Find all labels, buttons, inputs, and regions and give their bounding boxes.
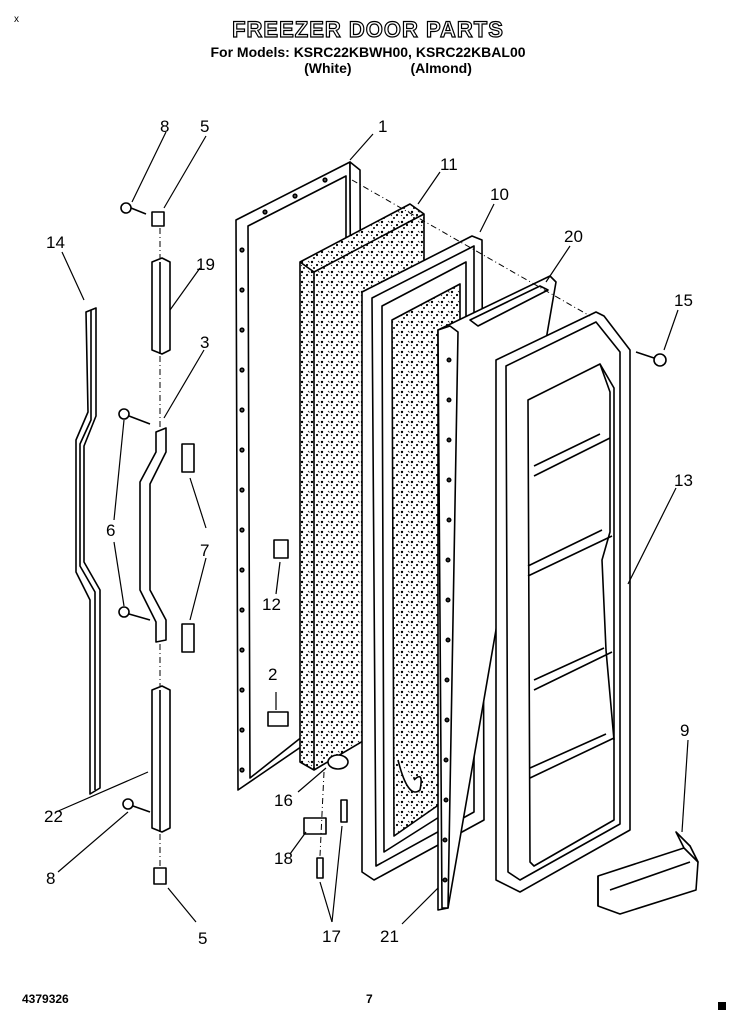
model-numbers: For Models: KSRC22KBWH00, KSRC22KBAL00 — [210, 44, 526, 60]
screw-8-bottom — [122, 798, 151, 813]
callout-label: 1 — [378, 117, 387, 136]
bracket-18 — [303, 817, 327, 835]
top-strip — [469, 285, 549, 327]
callout-label: 5 — [198, 929, 207, 948]
door-liner — [495, 311, 631, 893]
callout-label: 17 — [322, 927, 341, 946]
callout-label: 2 — [268, 665, 277, 684]
page-number: 7 — [366, 992, 373, 1006]
callout-label: 8 — [46, 869, 55, 888]
callout-label: 12 — [262, 595, 281, 614]
upper-handle-cap — [151, 257, 171, 355]
callout-label: 20 — [564, 227, 583, 246]
variant-almond: (Almond) — [410, 60, 472, 76]
callout-label: 14 — [46, 233, 65, 252]
screw-17a — [340, 799, 348, 823]
callout-label: 22 — [44, 807, 63, 826]
callout-label: 3 — [200, 333, 209, 352]
callout-label: 18 — [274, 849, 293, 868]
callout-label: 11 — [440, 155, 458, 174]
door-handle — [139, 427, 167, 643]
callout-label: 8 — [160, 117, 169, 136]
screw-8-top — [120, 202, 147, 215]
hinge-clip-top — [151, 211, 165, 227]
corner-dot — [718, 1002, 726, 1010]
screw-6-top — [118, 408, 151, 425]
cam-16 — [327, 754, 349, 770]
hinge-clip-bottom — [153, 867, 167, 885]
screw-6-bottom — [118, 606, 151, 621]
callout-labels: 1 2 3 5 5 6 7 8 8 9 10 11 12 13 14 15 16… — [44, 117, 693, 948]
corner-mark: x — [14, 14, 19, 25]
clip-7-bottom — [181, 623, 195, 653]
callout-label: 19 — [196, 255, 215, 274]
bracket-2 — [267, 711, 289, 727]
callout-label: 13 — [674, 471, 693, 490]
callout-label: 9 — [680, 721, 689, 740]
page-header: FREEZER DOOR PARTS For Models: KSRC22KBW… — [0, 17, 736, 76]
callout-label: 10 — [490, 185, 509, 204]
callout-label: 7 — [200, 541, 209, 560]
door-shelf-bin — [597, 831, 699, 915]
callout-label: 21 — [380, 927, 399, 946]
screw-15 — [635, 351, 667, 367]
bracket-12 — [273, 539, 289, 559]
page-title: FREEZER DOOR PARTS — [231, 17, 504, 42]
document-code: 4379326 — [22, 992, 69, 1006]
callout-label: 5 — [200, 117, 209, 136]
handle-trim — [75, 307, 101, 795]
lower-handle-cap — [151, 685, 171, 833]
variant-white: (White) — [304, 60, 352, 76]
clip-7-top — [181, 443, 195, 473]
callout-label: 6 — [106, 521, 115, 540]
model-variants: (White) (Almond) — [0, 60, 736, 76]
callout-label: 15 — [674, 291, 693, 310]
screw-17b — [316, 857, 324, 879]
callout-label: 16 — [274, 791, 293, 810]
